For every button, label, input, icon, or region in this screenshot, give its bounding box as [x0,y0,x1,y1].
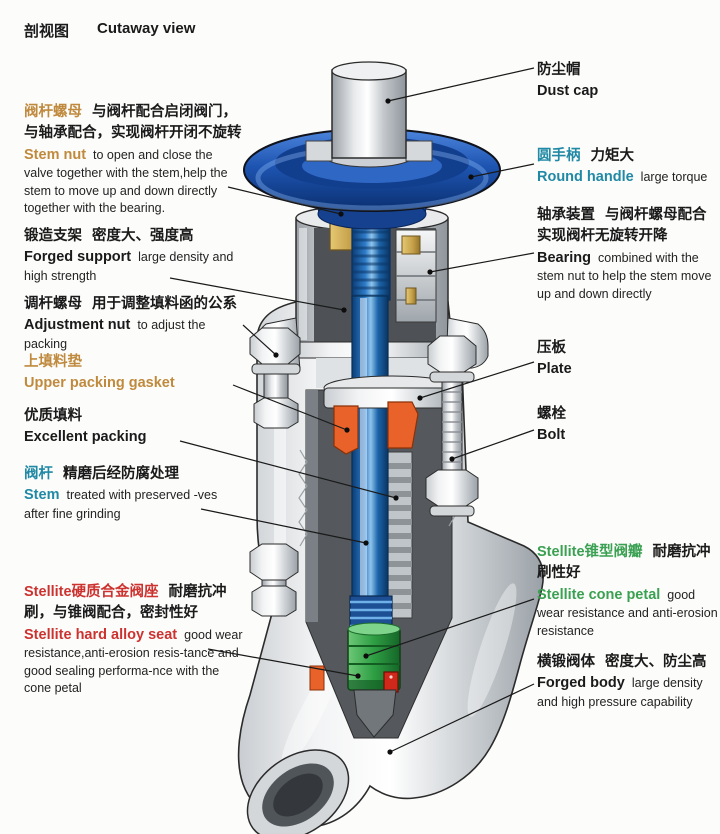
label-en-desc: to adjust the packing [24,318,206,351]
label-cn-title: 轴承装置 [537,207,595,223]
label-cn-title: 阀杆螺母 [24,104,82,120]
label-en-desc: treated with preserved -ves after fine g… [24,488,218,521]
label-cn-desc: 密度大、强度高 [92,228,194,244]
title-cn: 剖视图 [24,23,70,40]
label-dust-cap: 防尘帽 Dust cap [537,60,718,102]
label-cn-title: 锻造支架 [24,228,82,244]
label-cn-desc: 与阀杆螺母配合实现阀杆无旋转开降 [537,207,707,245]
label-cn-title: 横锻阀体 [537,654,595,670]
label-cn-title: 防尘帽 [537,62,581,78]
label-en-desc: combined with the stem nut to help the s… [537,250,712,301]
label-cn-title: 上填料垫 [24,354,82,370]
label-cn-desc: 耐磨抗冲刷性好 [537,544,711,582]
label-excellent-packing: 优质填料 Excellent packing [24,406,243,448]
label-cn-desc: 耐磨抗冲刷，与锥阀配合，密封性好 [24,584,227,622]
label-en-title: Plate [537,361,572,378]
label-cn-title: 螺栓 [537,406,566,422]
label-en-desc: large density and high strength [24,250,234,283]
leader-dots [273,98,474,755]
plate-part [323,375,461,409]
outlet-mouth [246,749,350,834]
label-en-title: Bearing [537,249,591,266]
label-cn-desc: 力矩大 [590,148,635,164]
label-en-title: Dust cap [537,83,599,100]
label-en-title: Adjustment nut [24,317,131,334]
label-cn-title: 调杆螺母 [24,296,82,312]
label-cn-title: 压板 [537,340,566,356]
label-en-desc: large density and high pressure capabili… [537,676,703,709]
label-bolt: 螺栓 Bolt [537,404,718,446]
leader-lines [169,67,535,753]
label-en-desc: good wear resistance and anti-erosion re… [537,587,718,638]
label-cn-title: Stellite锥型阀瓣 [537,544,643,560]
label-en-desc: large torque [640,170,708,185]
label-en-title: Upper packing gasket [24,375,175,392]
label-stellite-seat: Stellite硬质合金阀座耐磨抗冲刷，与锥阀配合，密封性好 Stellite … [24,582,243,698]
label-en-title: Excellent packing [24,429,147,446]
label-cn-desc: 与阀杆配合启闭阀门，与轴承配合，实现阀杆开闭不旋转 [24,104,242,142]
bearing-part [395,229,437,323]
stem-plug [353,689,397,738]
label-round-handle: 圆手柄力矩大 Round handle large torque [537,146,718,188]
label-en-title: Stem nut [24,146,87,163]
label-cn-desc: 用于调整填料函的公系 [92,296,237,312]
label-upper-packing-gasket: 上填料垫 Upper packing gasket [24,352,243,394]
label-cn-title: 阀杆 [24,466,53,482]
label-cn-title: 圆手柄 [537,148,581,164]
label-en-title: Stem [24,487,60,504]
label-en-desc: good wear resistance,anti-erosion resis-… [24,627,243,696]
label-en-title: Stellite cone petal [537,586,661,603]
label-en-title: Round handle [537,169,634,186]
label-en-title: Forged support [24,249,132,266]
label-en-title: Bolt [537,427,566,444]
label-cn-desc: 密度大、防尘高 [605,654,707,670]
label-en-desc: to open and close the valve together wit… [24,147,228,216]
label-en-title: Stellite hard alloy seat [24,626,178,643]
page-title: 剖视图 Cutaway view [24,20,195,41]
label-cn-title: 优质填料 [24,408,82,424]
stem-part [349,199,413,631]
seat-part [383,671,399,693]
label-en-title: Forged body [537,675,625,692]
dust-cap-part [331,61,407,159]
title-en: Cutaway view [97,20,196,37]
label-cn-desc: 精磨后经防腐处理 [63,466,179,482]
label-cn-title: Stellite硬质合金阀座 [24,584,159,600]
label-plate: 压板 Plate [537,338,718,380]
